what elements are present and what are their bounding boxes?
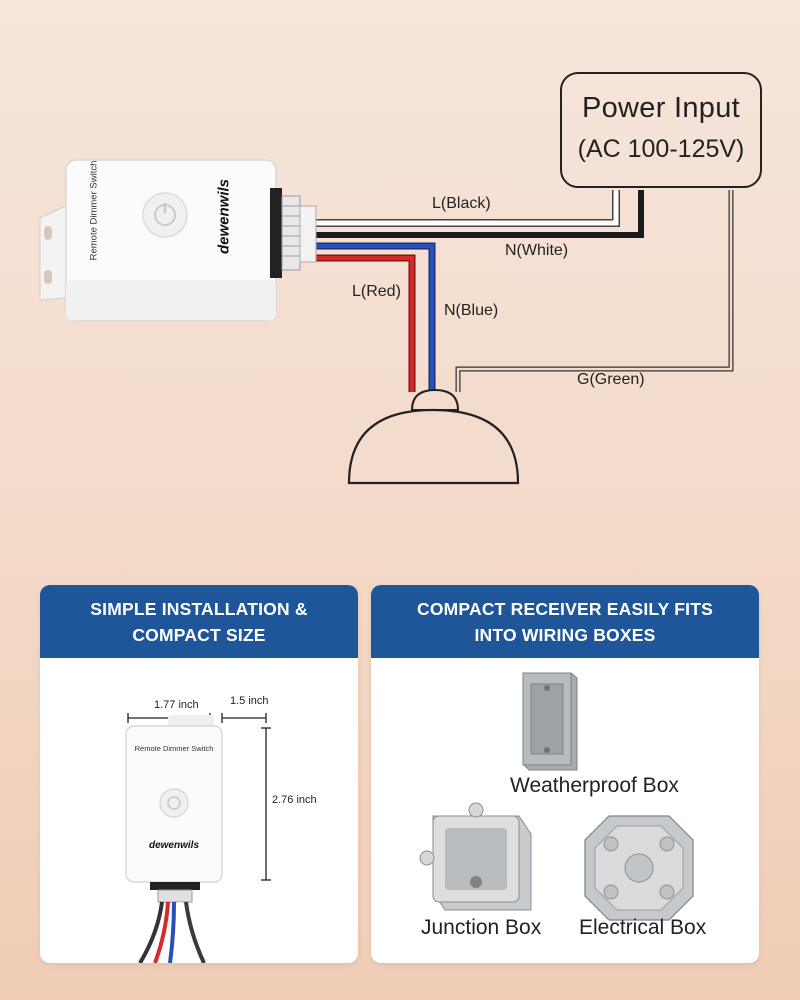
electrical-box-label: Electrical Box: [579, 916, 707, 939]
wire-label-black: L(Black): [432, 195, 491, 212]
wiring-diagram: [39, 159, 734, 485]
power-input-voltage: (AC 100-125V): [577, 135, 745, 163]
wiring-boxes-card-header: COMPACT RECEIVER EASILY FITS INTO WIRING…: [371, 585, 759, 658]
boxes-illustration: [419, 672, 694, 921]
wire-label-green: G(Green): [577, 371, 645, 388]
device-brand-logo: dewenwils: [215, 178, 233, 255]
wiring-boxes-card-body: Weatherproof Box Junction Box Electrical…: [371, 658, 759, 963]
wiring-boxes-heading-line2: INTO WIRING BOXES: [474, 624, 656, 645]
installation-card: SIMPLE INSTALLATION & COMPACT SIZE: [40, 585, 358, 963]
wire-label-blue: N(Blue): [444, 302, 499, 319]
installation-heading-line1: SIMPLE INSTALLATION &: [90, 598, 308, 619]
weatherproof-box-label: Weatherproof Box: [510, 774, 679, 797]
installation-card-header: SIMPLE INSTALLATION & COMPACT SIZE: [40, 585, 358, 658]
light-fixture-icon: [347, 388, 520, 485]
wiring-boxes-card: COMPACT RECEIVER EASILY FITS INTO WIRING…: [371, 585, 759, 963]
front-device-label: Remote Dimmer Switch: [134, 744, 214, 753]
junction-box-icon: [419, 802, 532, 911]
junction-box-label: Junction Box: [421, 916, 542, 939]
green-wire: [455, 190, 734, 392]
wire-label-white: N(White): [505, 242, 569, 259]
installation-heading-line2: COMPACT SIZE: [132, 624, 266, 645]
front-device-brand: dewenwils: [148, 840, 199, 851]
weatherproof-box-icon: [522, 672, 578, 771]
installation-card-body: 1.77 inch 1.5 inch 2.76 inch Remote Dimm…: [40, 658, 358, 963]
width-dimension: 1.77 inch: [154, 699, 199, 711]
device-side-label: Remote Dimmer Switch: [88, 160, 100, 261]
receiver-device: [39, 159, 317, 321]
power-input-box: Power Input (AC 100-125V): [560, 72, 762, 188]
red-wire: [315, 254, 416, 392]
dimension-drawing: [125, 713, 271, 963]
white-wire: [315, 190, 620, 227]
wire-label-red: L(Red): [352, 283, 401, 300]
black-wire: [315, 190, 644, 238]
blue-wire: [315, 242, 436, 392]
electrical-box-icon: [584, 815, 694, 921]
depth-dimension: 1.5 inch: [230, 695, 269, 707]
wiring-boxes-heading-line1: COMPACT RECEIVER EASILY FITS: [416, 598, 714, 619]
power-input-title: Power Input: [581, 92, 741, 124]
height-dimension: 2.76 inch: [272, 794, 317, 806]
